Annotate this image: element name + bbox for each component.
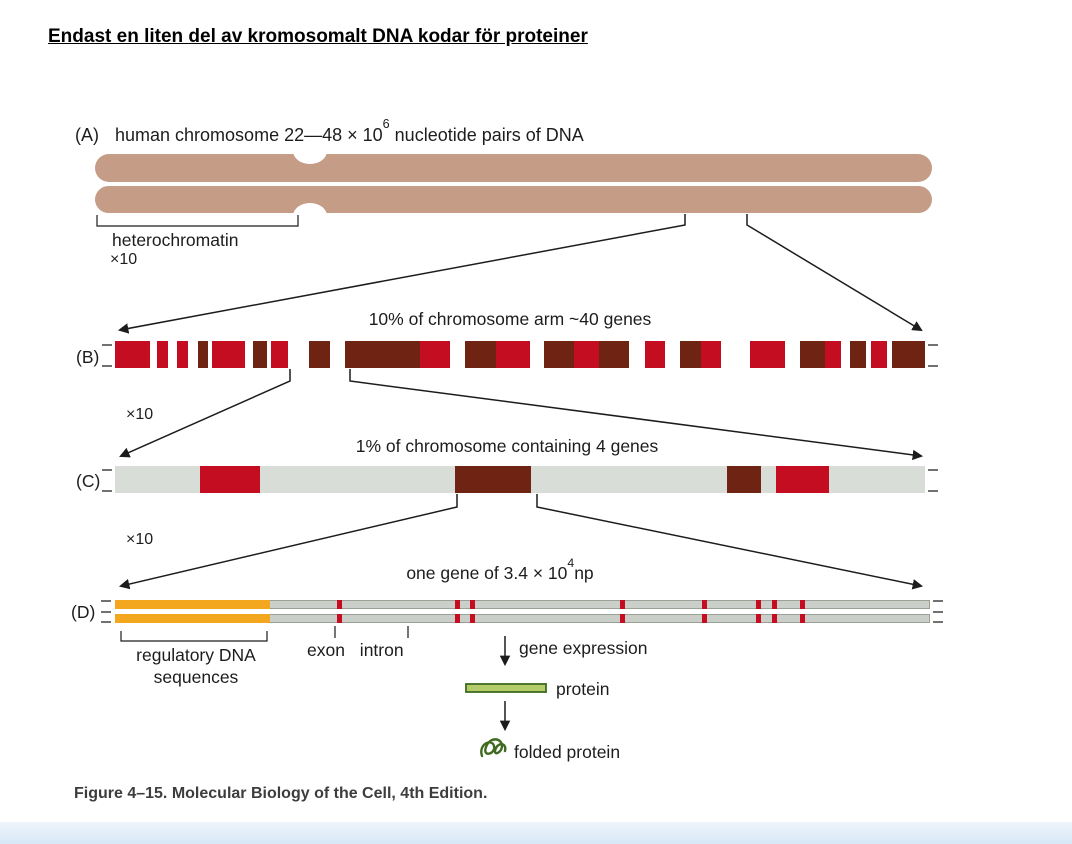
panel-d-dna-bar-bottom: [115, 614, 930, 623]
panel-a-label: (A): [75, 125, 99, 145]
figure-caption: Figure 4–15. Molecular Biology of the Ce…: [74, 785, 488, 802]
exon-tick: [470, 614, 476, 623]
zoom-x10-label-a: ×10: [110, 251, 138, 268]
panel-c-title: 1% of chromosome containing 4 genes: [355, 436, 659, 456]
gene-expression-label: gene expression: [519, 638, 648, 658]
bar-segment-red: [574, 341, 600, 368]
bar-segment-red: [176, 341, 188, 368]
panel-b-label: (B): [76, 347, 100, 367]
panel-b-title: 10% of chromosome arm ~40 genes: [368, 309, 652, 329]
bar-segment-red: [644, 341, 665, 368]
exon-tick: [771, 600, 777, 609]
bar-segment-brown: [252, 341, 268, 368]
zoom-line-c-right: [536, 494, 924, 590]
panel-d-dna-bar-top: [115, 600, 930, 609]
folded-protein-icon: [480, 738, 507, 758]
heterochromatin-label: heterochromatin: [112, 230, 239, 250]
bar-segment-brown: [309, 341, 331, 368]
bar-segment-brown: [680, 341, 701, 368]
protein-bar: [465, 683, 547, 693]
bar-segment-red: [212, 341, 245, 368]
zoom-line-a-right: [746, 214, 923, 332]
bar-segment-red: [200, 466, 260, 493]
bar-segment-red: [495, 341, 530, 368]
bar-segment-brown: [464, 341, 496, 368]
zoom-x10-label-c: ×10: [126, 531, 154, 548]
exon-tick: [470, 600, 476, 609]
chromosome-illustration: [95, 138, 932, 229]
bar-segment-brown: [891, 341, 925, 368]
bar-segment-brown: [599, 341, 630, 368]
regulatory-dna-label: regulatory DNA sequences: [136, 645, 256, 687]
exon-tick: [799, 600, 805, 609]
bar-segment-red: [775, 466, 830, 493]
bar-segment-red: [700, 341, 721, 368]
zoom-x10-label-b: ×10: [126, 406, 154, 423]
bar-segment-brown: [544, 341, 575, 368]
bar-segment-red: [870, 341, 887, 368]
protein-label: protein: [556, 679, 610, 699]
bar-segment-brown: [800, 341, 826, 368]
bottom-strip: [0, 822, 1072, 844]
exon-tick: [701, 600, 707, 609]
bar-segment-red: [270, 341, 289, 368]
panel-b-bar: [115, 341, 925, 368]
exon-tick: [701, 614, 707, 623]
bar-segment-red: [157, 341, 169, 368]
exon-tick: [771, 614, 777, 623]
regulatory-bracket: [120, 631, 268, 642]
exon-tick: [336, 614, 342, 623]
panel-a-caption: (A)human chromosome 22—48 × 106 nucleoti…: [75, 117, 584, 145]
exon-tick: [336, 600, 342, 609]
exon-tick: [620, 600, 626, 609]
exon-tick: [756, 600, 762, 609]
bar-segment-brown: [727, 466, 762, 493]
panel-c-label: (C): [76, 471, 101, 491]
regulatory-region: [115, 600, 270, 609]
bar-segment-red: [420, 341, 451, 368]
exon-intron-label: exon intron: [307, 640, 404, 660]
panel-d-label: (D): [71, 602, 96, 622]
regulatory-region: [115, 614, 270, 623]
panel-c-bar: [115, 466, 925, 493]
exon-tick: [454, 614, 460, 623]
bar-segment-brown: [345, 341, 421, 368]
panel-d-title: one gene of 3.4 × 104np: [406, 555, 594, 583]
heterochromatin-bracket: [96, 215, 299, 227]
bar-segment-brown: [850, 341, 866, 368]
exon-tick: [454, 600, 460, 609]
bar-segment-brown: [455, 466, 531, 493]
page-title: Endast en liten del av kromosomalt DNA k…: [48, 26, 588, 47]
exon-tick: [756, 614, 762, 623]
bar-segment-brown: [197, 341, 209, 368]
bar-segment-red: [750, 341, 785, 368]
exon-tick: [799, 614, 805, 623]
bar-segment-red: [825, 341, 841, 368]
bar-segment-red: [115, 341, 150, 368]
folded-protein-label: folded protein: [514, 742, 621, 762]
exon-tick: [620, 614, 626, 623]
